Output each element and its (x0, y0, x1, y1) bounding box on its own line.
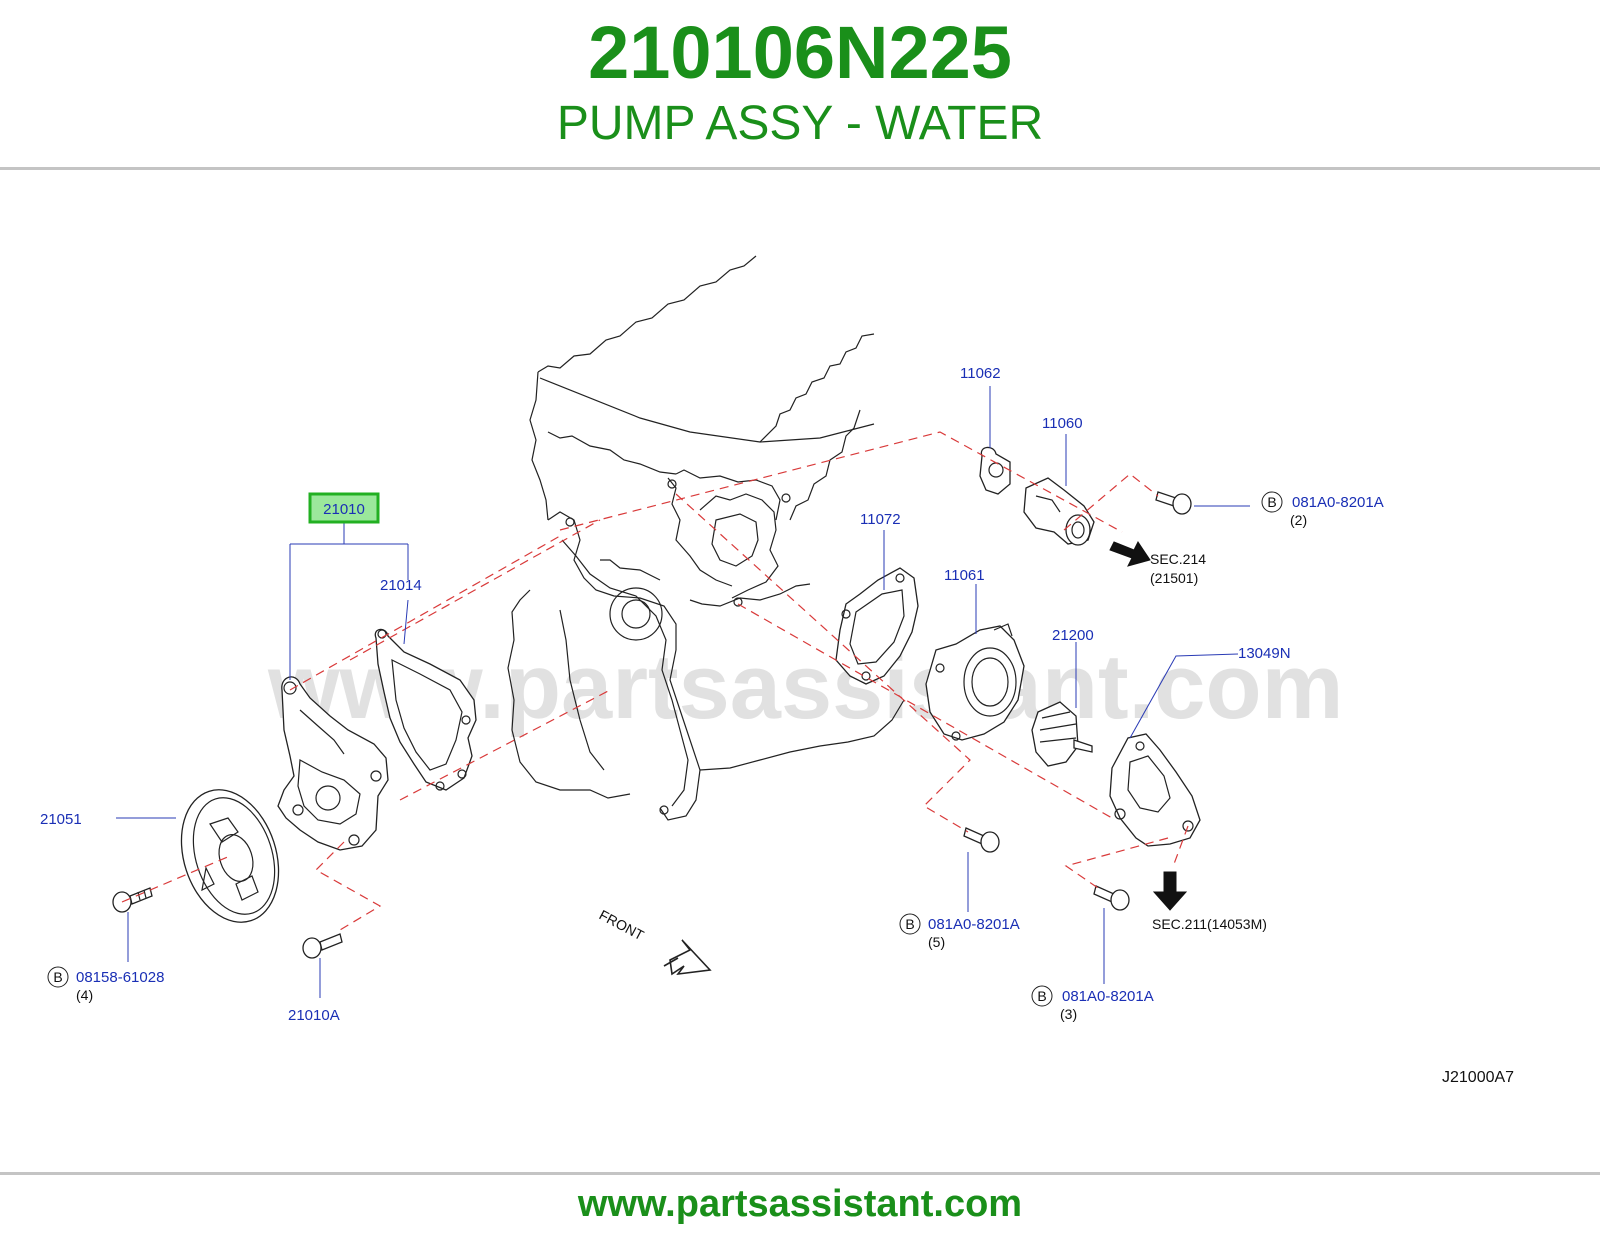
bolt-marker-b: B (905, 916, 914, 932)
bolt-callout-081A0-5[interactable]: B 081A0-8201A (5) (899, 913, 1020, 950)
callout-21200[interactable]: 21200 (1052, 627, 1094, 644)
part-name-subtitle: PUMP ASSY - WATER (556, 97, 1044, 150)
housing-bolt (1093, 885, 1130, 911)
pump-pulley (180, 789, 280, 923)
outlet-gasket (979, 446, 1011, 495)
outlet-bolt (1155, 491, 1192, 515)
part-number-title: 210106N225 (588, 11, 1012, 94)
front-arrow (663, 939, 712, 976)
diagram-code: J21000A7 (1442, 1069, 1514, 1086)
bolt-qty-4: (4) (76, 987, 93, 1003)
footer-divider (0, 1172, 1600, 1175)
callout-21010A[interactable]: 21010A (288, 1007, 340, 1024)
assembly-dashed-lines (121, 431, 1189, 931)
inlet-gasket (835, 567, 919, 685)
bolt-callout-08158[interactable]: B 08158-61028 (4) (47, 966, 164, 1003)
front-label: FRONT (597, 907, 647, 944)
callout-11061[interactable]: 11061 (944, 567, 985, 584)
callout-11072[interactable]: 11072 (860, 511, 901, 528)
footer-url[interactable]: www.partsassistant.com (577, 1183, 1023, 1225)
thermostat (1031, 701, 1093, 767)
callout-21014[interactable]: 21014 (380, 577, 422, 594)
bolt-marker-b: B (1037, 988, 1046, 1004)
pulley-bolt (112, 887, 153, 913)
pump-bolt (302, 933, 343, 959)
bolt-qty-5: (5) (928, 934, 945, 950)
pump-gasket (374, 628, 477, 791)
bolt-part-08158[interactable]: 08158-61028 (76, 969, 164, 986)
inlet-bolt (963, 827, 1000, 853)
callout-11062[interactable]: 11062 (960, 365, 1001, 382)
bolt-part-081A0-2[interactable]: 081A0-8201A (1292, 494, 1384, 511)
bolt-part-081A0-5[interactable]: 081A0-8201A (928, 916, 1020, 933)
callout-13049N[interactable]: 13049N (1238, 645, 1291, 662)
bolt-qty-2: (2) (1290, 512, 1307, 528)
sec211-arrow (1152, 871, 1188, 911)
bolt-callout-081A0-2[interactable]: B 081A0-8201A (2) (1261, 491, 1384, 528)
section-ref-211: SEC.211(14053M) (1152, 916, 1267, 932)
sec214-arrow (1109, 541, 1151, 567)
callout-21051[interactable]: 21051 (40, 811, 82, 828)
thermostat-housing (1109, 733, 1201, 847)
section-ref-214: SEC.214 (1150, 551, 1206, 567)
callout-leader-lines (116, 386, 1250, 998)
water-pump-body (277, 676, 389, 851)
highlighted-callout-21010[interactable]: 21010 (308, 492, 380, 524)
header-divider (0, 167, 1600, 170)
water-inlet-housing (925, 623, 1025, 741)
bolt-part-081A0-3[interactable]: 081A0-8201A (1062, 988, 1154, 1005)
bolt-callout-081A0-3[interactable]: B 081A0-8201A (3) (1031, 985, 1154, 1022)
bolt-marker-b: B (53, 969, 62, 985)
bolt-marker-b: B (1267, 494, 1276, 510)
bolt-qty-3: (3) (1060, 1006, 1077, 1022)
engine-block-outline (507, 255, 905, 821)
section-ref-214-sub: (21501) (1150, 570, 1198, 586)
callout-21010[interactable]: 21010 (323, 501, 365, 518)
callout-11060[interactable]: 11060 (1042, 415, 1083, 432)
water-outlet (1023, 477, 1095, 546)
